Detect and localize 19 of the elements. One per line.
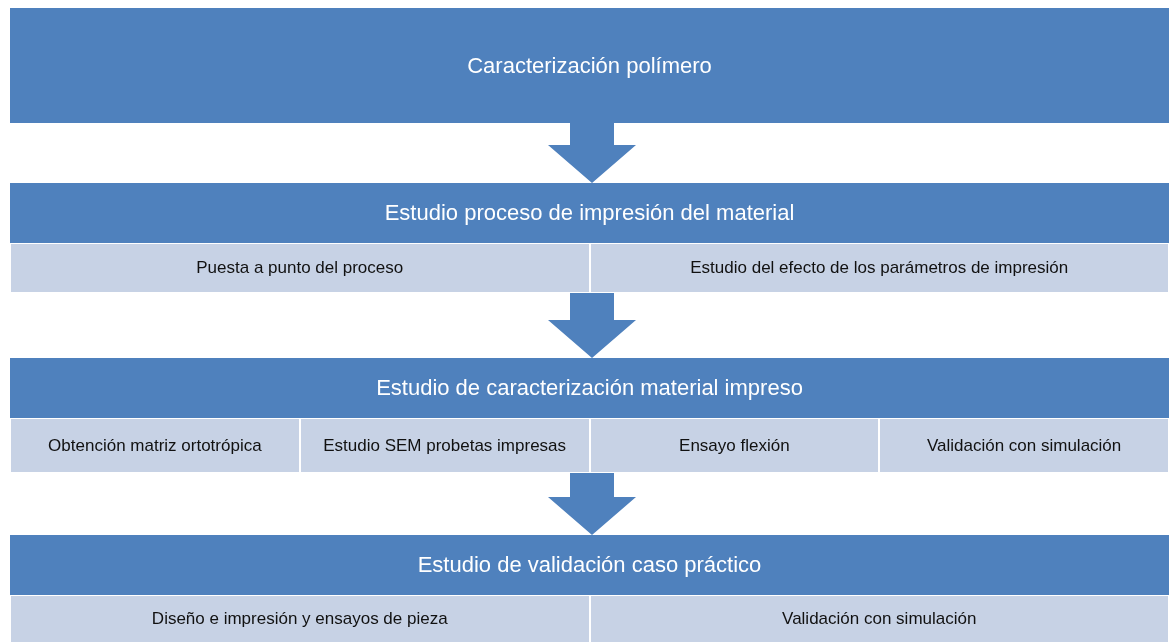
task-box: Estudio del efecto de los parámetros de impresión bbox=[589, 243, 1169, 293]
stage-band bbox=[10, 358, 1169, 473]
stage-heading: Estudio proceso de impresión del material bbox=[384, 200, 795, 226]
stage-band bbox=[10, 535, 1169, 643]
block-arrow bbox=[548, 473, 636, 535]
task-box: Estudio SEM probetas impresas bbox=[299, 418, 590, 473]
block-arrow bbox=[548, 123, 636, 183]
task-box: Diseño e impresión y ensayos de pieza bbox=[10, 595, 590, 643]
task-box: Validación con simulación bbox=[879, 418, 1169, 473]
stage-band bbox=[10, 8, 1169, 123]
task-box: Obtención matriz ortotrópica bbox=[10, 418, 300, 473]
task-box: Puesta a punto del proceso bbox=[10, 243, 590, 293]
block-arrow bbox=[548, 293, 636, 358]
stage-heading: Caracterización polímero bbox=[467, 52, 712, 79]
task-box: Ensayo flexión bbox=[589, 418, 880, 473]
stage-band bbox=[10, 183, 1169, 293]
task-box: Validación con simulación bbox=[589, 595, 1169, 643]
stage-heading: Estudio de validación caso práctico bbox=[417, 552, 762, 578]
stage-heading: Estudio de caracterización material impreso bbox=[376, 375, 803, 401]
